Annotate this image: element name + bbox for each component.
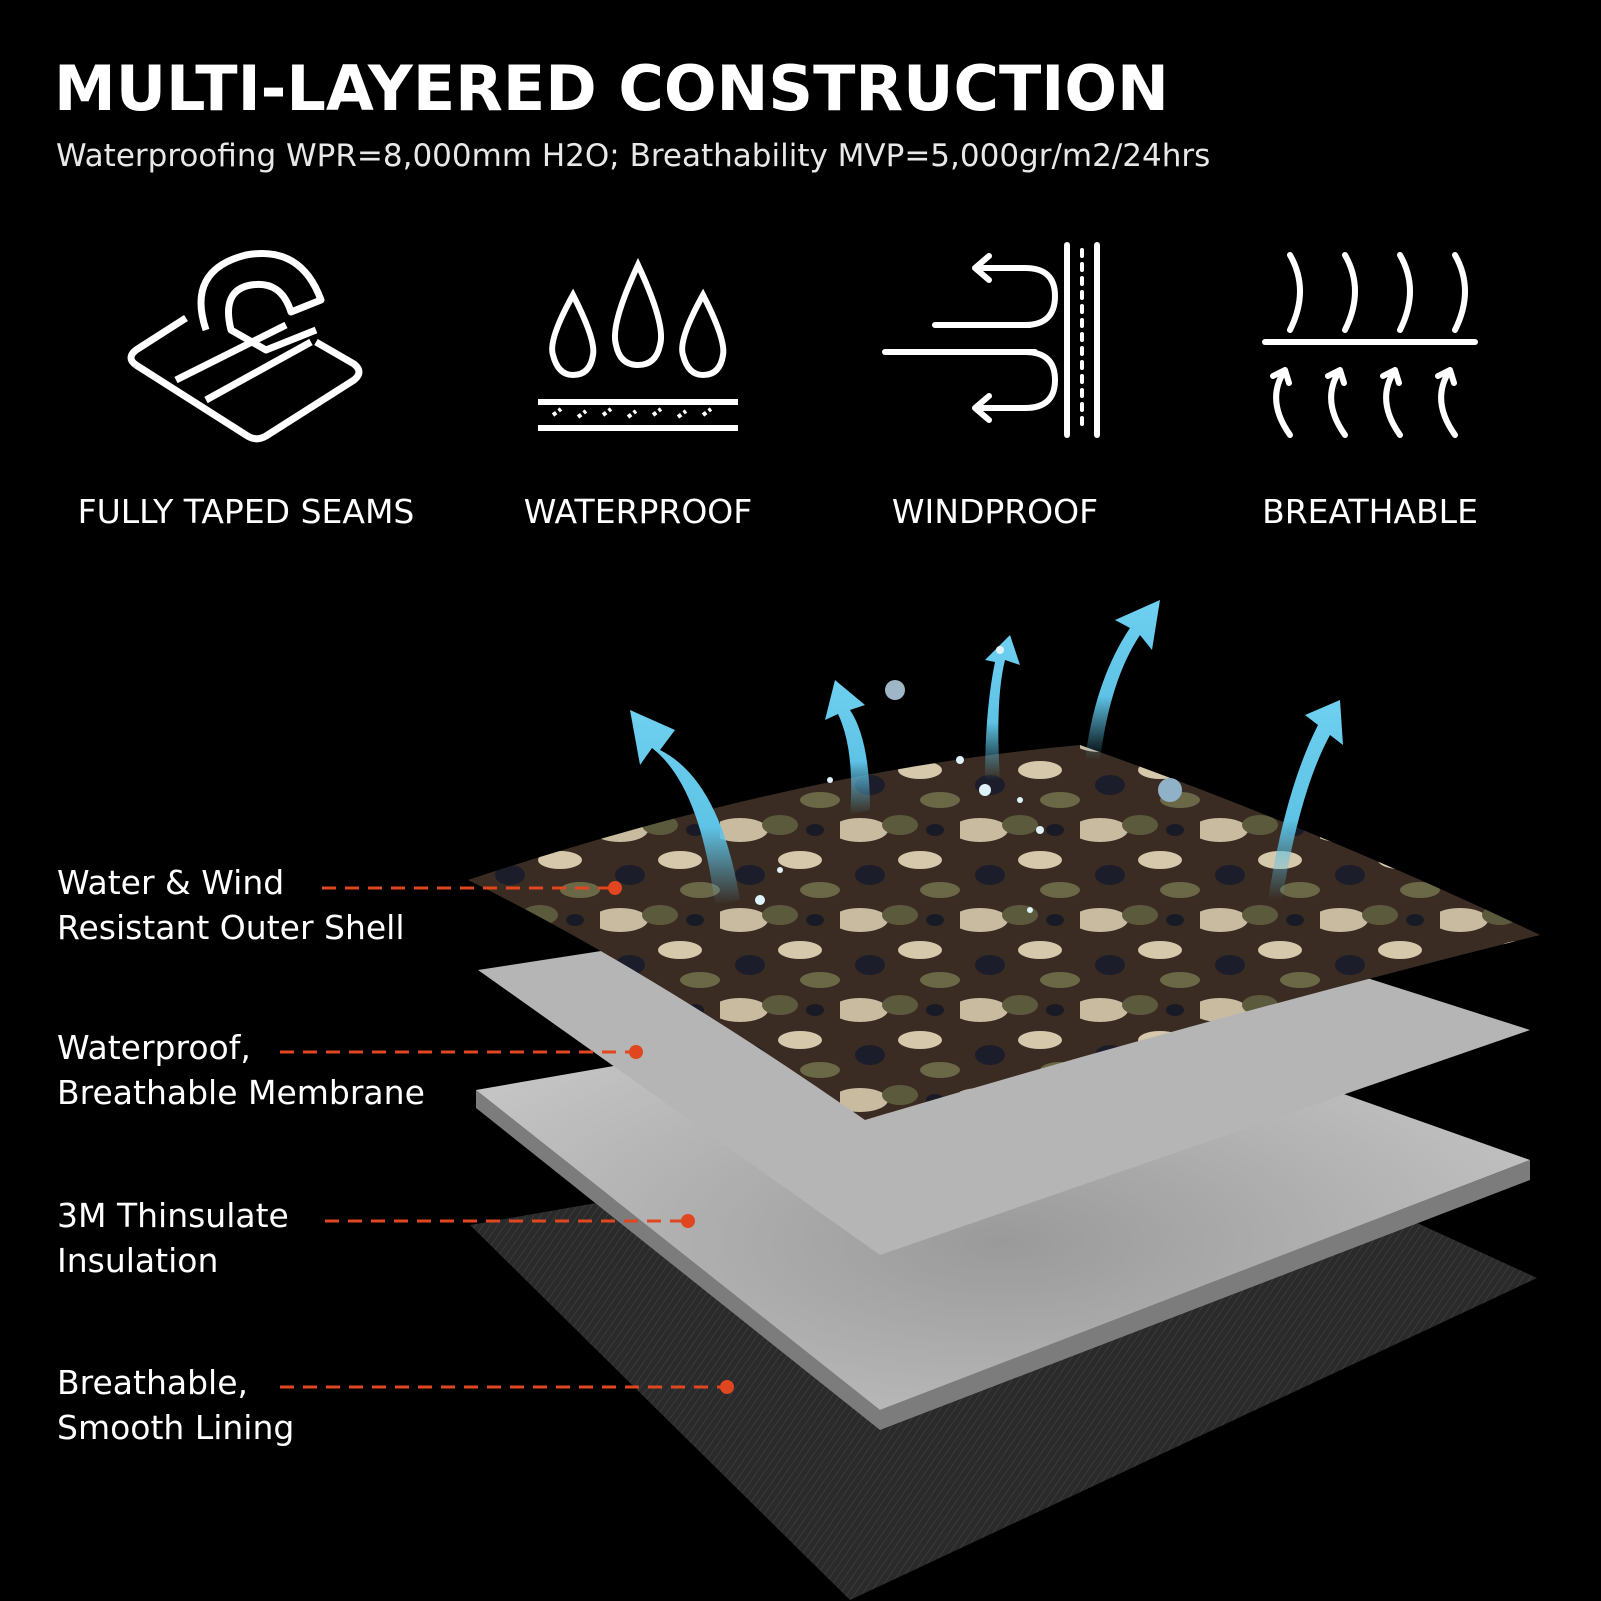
feature-taped-seams: FULLY TAPED SEAMS xyxy=(66,230,426,531)
feature-label: BREATHABLE xyxy=(1262,492,1478,531)
layer-label-lining: Breathable, Smooth Lining xyxy=(57,1360,294,1450)
layer-label-outer-shell: Water & Wind Resistant Outer Shell xyxy=(57,860,405,950)
layer-label-line: Insulation xyxy=(57,1241,219,1280)
heat-vapor-icon xyxy=(1262,252,1478,438)
page-title: MULTI-LAYERED CONSTRUCTION xyxy=(54,52,1169,125)
layer-label-line: Resistant Outer Shell xyxy=(57,908,405,947)
feature-label: WINDPROOF xyxy=(891,492,1099,531)
layer-label-line: 3M Thinsulate xyxy=(57,1196,289,1235)
feature-label: WATERPROOF xyxy=(523,492,753,531)
insulation-layer-edge xyxy=(476,1090,1530,1430)
water-splash xyxy=(755,646,1182,913)
arrow-icon xyxy=(1268,700,1343,900)
taped-seam-icon xyxy=(127,250,363,443)
arrow-icon xyxy=(1085,600,1160,760)
feature-windproof: WINDPROOF xyxy=(815,230,1175,531)
leader-lines xyxy=(280,886,725,1389)
layer-label-insulation: 3M Thinsulate Insulation xyxy=(57,1193,289,1283)
layer-label-line: Breathable, xyxy=(57,1363,248,1402)
layer-label-line: Waterproof, xyxy=(57,1028,251,1067)
outer-shell-layer xyxy=(468,745,1540,1120)
arrow-icon xyxy=(985,635,1020,780)
feature-breathable: BREATHABLE xyxy=(1190,230,1550,531)
page-subtitle: Waterproofing WPR=8,000mm H2O; Breathabi… xyxy=(56,138,1211,174)
leader-dot xyxy=(681,1214,695,1228)
arrow-icon xyxy=(825,680,870,815)
leader-dot xyxy=(629,1045,643,1059)
leader-dot xyxy=(608,881,622,895)
layer-label-line: Smooth Lining xyxy=(57,1408,295,1447)
layer-label-line: Breathable Membrane xyxy=(57,1073,425,1112)
wind-wall-icon xyxy=(882,242,1100,438)
leader-dot xyxy=(720,1380,734,1394)
feature-label: FULLY TAPED SEAMS xyxy=(77,492,415,531)
water-drops-icon xyxy=(538,257,738,431)
breathability-arrows xyxy=(630,600,1343,905)
arrow-icon xyxy=(630,710,740,905)
feature-waterproof: WATERPROOF xyxy=(458,230,818,531)
layer-label-membrane: Waterproof, Breathable Membrane xyxy=(57,1025,425,1115)
layer-label-line: Water & Wind xyxy=(57,863,285,902)
